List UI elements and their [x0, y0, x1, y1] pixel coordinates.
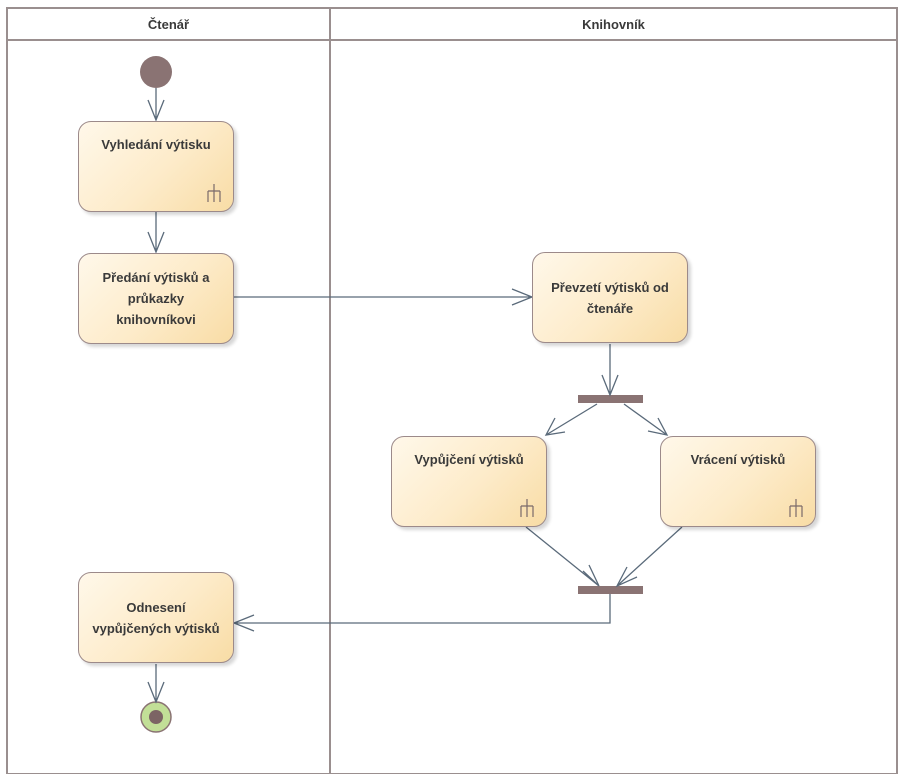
- edge-join-to-takeaway: [232, 594, 611, 632]
- edge-receive-to-fork: [601, 344, 619, 397]
- edge-takeaway-to-final: [147, 664, 165, 704]
- action-return[interactable]: Vrácení výtisků: [660, 436, 816, 527]
- lane-header-reader: Čtenář: [147, 16, 190, 32]
- edge-initial-to-search: [147, 88, 165, 122]
- edge-fork-to-return: [623, 403, 669, 436]
- action-takeaway-label: Odnesení vypůjčených výtisků: [92, 599, 220, 636]
- action-lend-label: Vypůjčení výtisků: [414, 452, 524, 467]
- rake-icon: [789, 499, 803, 517]
- action-search[interactable]: Vyhledání výtisku: [78, 121, 234, 212]
- action-search-label: Vyhledání výtisku: [101, 137, 211, 152]
- lane-header-librarian: Knihovník: [582, 16, 645, 32]
- action-handover[interactable]: Předání výtisků a průkazky knihovníkovi: [78, 253, 234, 344]
- edge-search-to-handover: [147, 212, 165, 254]
- join-bar: [578, 586, 643, 594]
- swimlane-frame: [6, 7, 898, 774]
- rake-icon: [520, 499, 534, 517]
- action-return-label: Vrácení výtisků: [690, 452, 786, 467]
- final-node-inner: [149, 710, 163, 724]
- action-receive[interactable]: Převzetí výtisků od čtenáře: [532, 252, 688, 343]
- edge-return-to-join: [615, 526, 683, 588]
- edge-lend-to-join: [525, 526, 600, 587]
- edge-handover-to-receive: [234, 288, 534, 306]
- initial-node: [140, 56, 172, 88]
- action-receive-label: Převzetí výtisků od čtenáře: [551, 279, 669, 316]
- edge-fork-to-lend: [544, 403, 598, 436]
- rake-icon: [207, 184, 221, 202]
- action-handover-label: Předání výtisků a průkazky knihovníkovi: [102, 270, 210, 327]
- action-takeaway[interactable]: Odnesení vypůjčených výtisků: [78, 572, 234, 663]
- fork-bar: [578, 395, 643, 403]
- action-lend[interactable]: Vypůjčení výtisků: [391, 436, 547, 527]
